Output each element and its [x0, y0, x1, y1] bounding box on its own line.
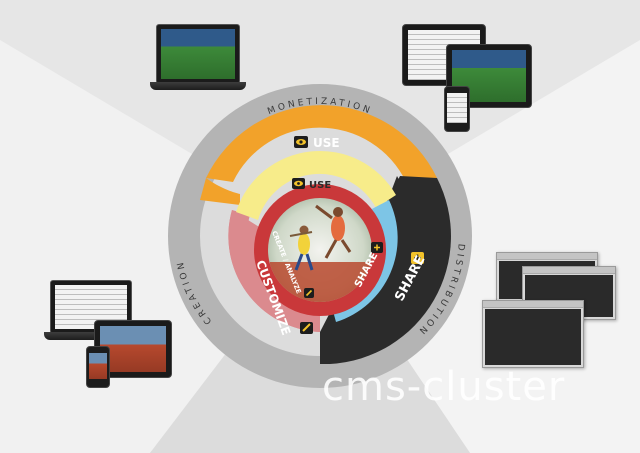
- eye-icon: [294, 136, 308, 148]
- phone-left-screen: [89, 353, 107, 379]
- pen-icon: [300, 322, 313, 334]
- phone-top-screen: [447, 93, 467, 123]
- watermark-text: cms-cluster: [322, 364, 566, 410]
- pen-icon: [304, 288, 314, 298]
- use-outer-label: USE: [313, 136, 340, 150]
- cross-arrows-icon: [411, 252, 424, 264]
- use-inner-label: USE: [309, 180, 331, 191]
- eye-icon: [292, 178, 305, 189]
- cross-arrows-icon: [371, 242, 383, 253]
- tablet-left-screen: [100, 326, 166, 372]
- use-inner-segment: [236, 150, 396, 220]
- device-group-top-right: [402, 24, 534, 132]
- device-group-left: [44, 280, 172, 388]
- browser-group-right: [482, 252, 616, 370]
- browser-front-screen: [485, 309, 581, 365]
- athlete-figures: [289, 204, 352, 271]
- laptop-top: [150, 24, 246, 94]
- use-outer-segment: [206, 105, 437, 182]
- laptop-top-screen: [161, 29, 235, 79]
